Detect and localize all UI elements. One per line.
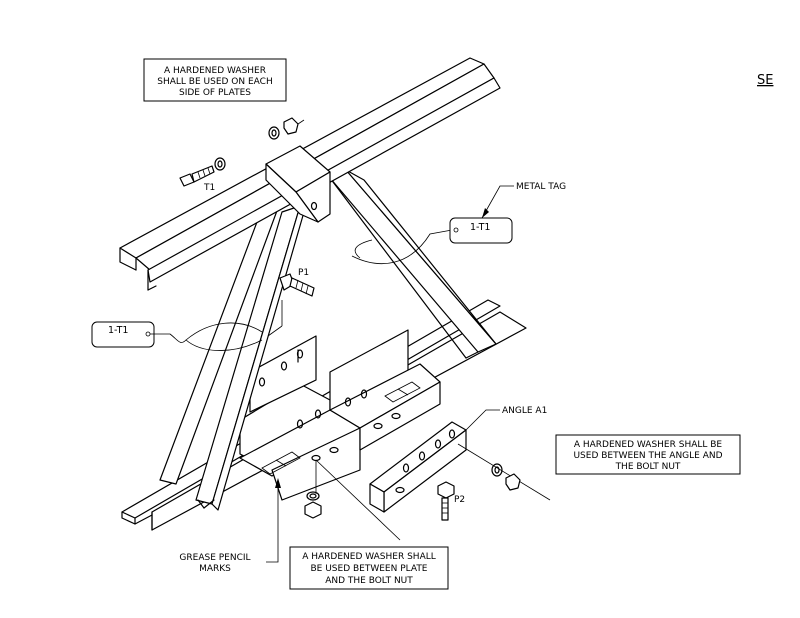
- svg-text:GREASE PENCIL: GREASE PENCIL: [179, 553, 250, 563]
- p1-label: P1: [298, 268, 309, 278]
- svg-text:SHALL BE USED ON EACH: SHALL BE USED ON EACH: [157, 77, 272, 87]
- right-diagonal-leg: [329, 169, 497, 359]
- bolt-p2: P2: [437, 481, 465, 521]
- view-label: SE: [757, 73, 773, 88]
- metal-tag-label: METAL TAG: [516, 182, 566, 192]
- note-washer-angle: A HARDENED WASHER SHALL BE USED BETWEEN …: [555, 434, 741, 475]
- svg-text:THE BOLT NUT: THE BOLT NUT: [615, 462, 681, 472]
- top-gusset-plate: [265, 145, 331, 223]
- t1-label: T1: [203, 183, 215, 193]
- plate-washer-nut: [304, 459, 401, 541]
- top-washer-nut: [268, 117, 305, 140]
- tag-left-label: 1-T1: [108, 325, 128, 336]
- angle-a1: ANGLE A1: [369, 406, 547, 513]
- bolt-p1: P1: [267, 268, 315, 337]
- svg-text:SIDE OF PLATES: SIDE OF PLATES: [179, 88, 251, 98]
- svg-text:AND THE BOLT NUT: AND THE BOLT NUT: [325, 576, 413, 586]
- note-washer-plates: A HARDENED WASHER SHALL BE USED ON EACH …: [143, 58, 287, 102]
- note-grease-pencil: GREASE PENCIL MARKS: [179, 478, 281, 574]
- note-washer-plate-nut: A HARDENED WASHER SHALL BE USED BETWEEN …: [289, 546, 449, 590]
- svg-text:BE USED BETWEEN PLATE: BE USED BETWEEN PLATE: [310, 564, 427, 574]
- angle-a1-label: ANGLE A1: [502, 406, 547, 416]
- bolt-t1: T1: [179, 157, 226, 193]
- svg-text:A HARDENED WASHER SHALL: A HARDENED WASHER SHALL: [302, 552, 436, 562]
- svg-text:A HARDENED WASHER: A HARDENED WASHER: [164, 66, 266, 76]
- svg-text:USED BETWEEN THE ANGLE AND: USED BETWEEN THE ANGLE AND: [573, 451, 722, 461]
- p2-label: P2: [454, 495, 465, 505]
- metal-tag-left: 1-T1: [91, 321, 263, 351]
- tag-right-label: 1-T1: [470, 222, 490, 233]
- metal-tag-right: 1-T1 METAL TAG: [351, 182, 566, 264]
- grease-marks: [261, 381, 421, 475]
- svg-text:MARKS: MARKS: [199, 564, 231, 574]
- plate-holes: [258, 349, 401, 462]
- angle-washer-nut: [457, 443, 551, 501]
- svg-text:A HARDENED WASHER SHALL BE: A HARDENED WASHER SHALL BE: [574, 440, 723, 450]
